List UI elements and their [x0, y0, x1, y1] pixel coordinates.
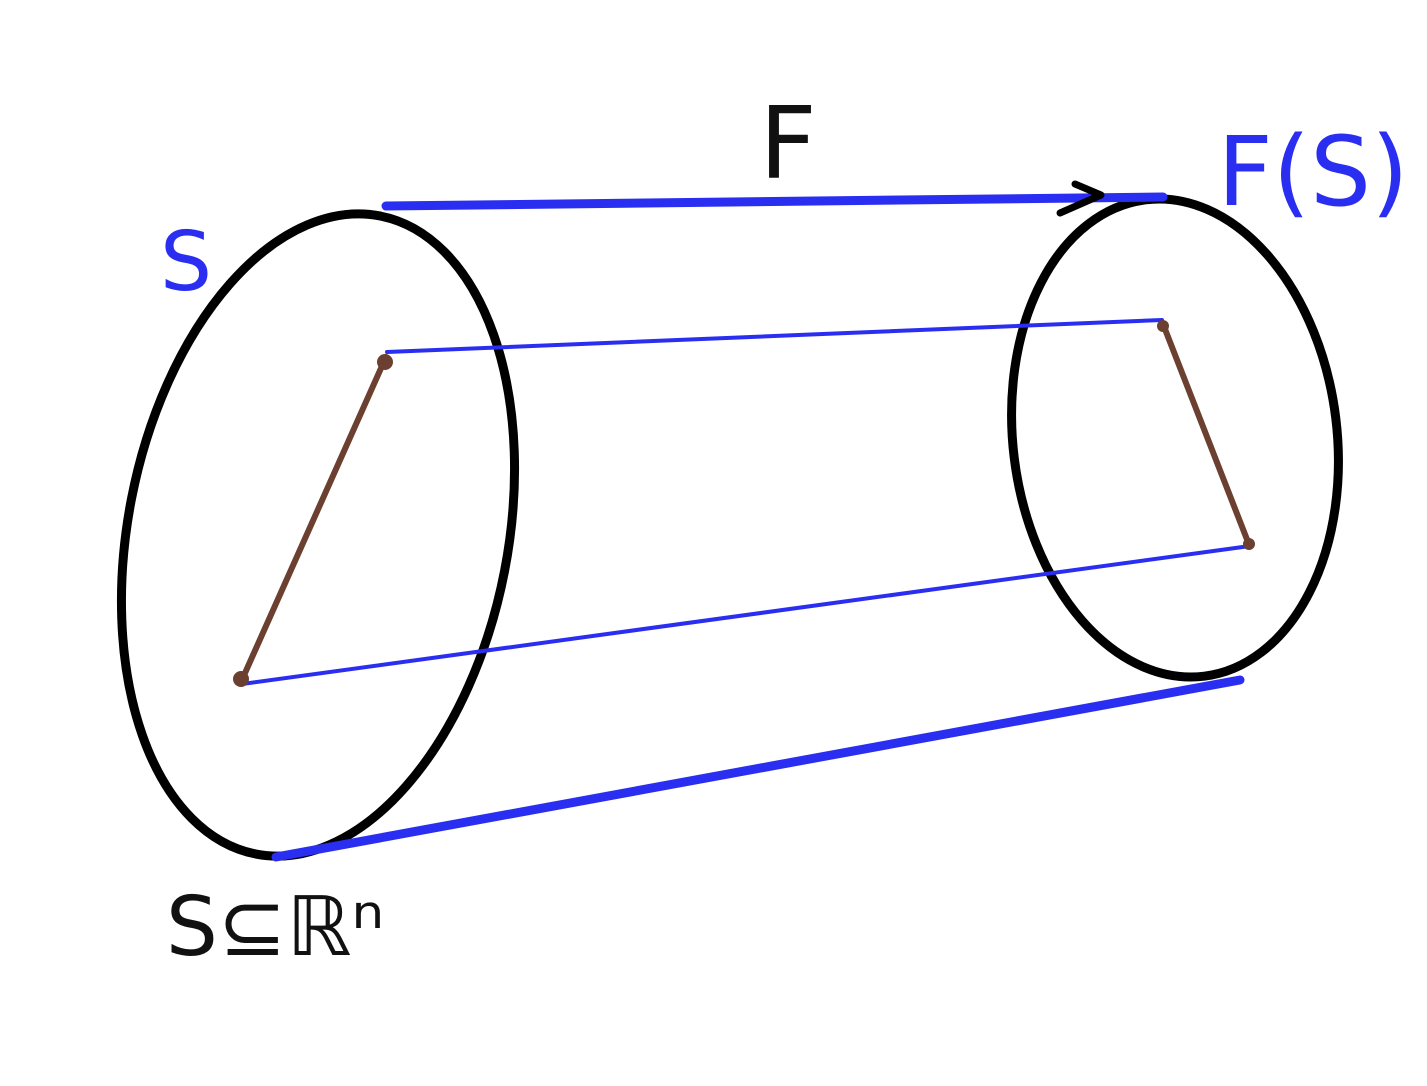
domain-set-s-ellipse: [116, 209, 520, 861]
image-label: F(S): [1217, 116, 1408, 228]
segment-image-upper-endpoint: [1157, 320, 1169, 332]
segment-in-domain: [238, 354, 389, 685]
map-label: F: [759, 85, 817, 202]
bottom-mapping-line: [271, 675, 1245, 862]
top-mapping-arrow-line: [381, 192, 1168, 211]
lower-point-mapping-line: [240, 544, 1252, 686]
segment-domain-lower-endpoint: [233, 671, 249, 687]
upper-point-mapping-line: [385, 318, 1164, 354]
domain-label: S: [160, 215, 212, 310]
segment-image-lower-endpoint: [1243, 538, 1255, 550]
segment-domain-upper-endpoint: [377, 354, 393, 370]
segment-in-image: [1160, 321, 1251, 545]
subset-caption: S⊆ℝⁿ: [166, 880, 384, 975]
top-mapping-arrowhead: [1056, 180, 1105, 217]
